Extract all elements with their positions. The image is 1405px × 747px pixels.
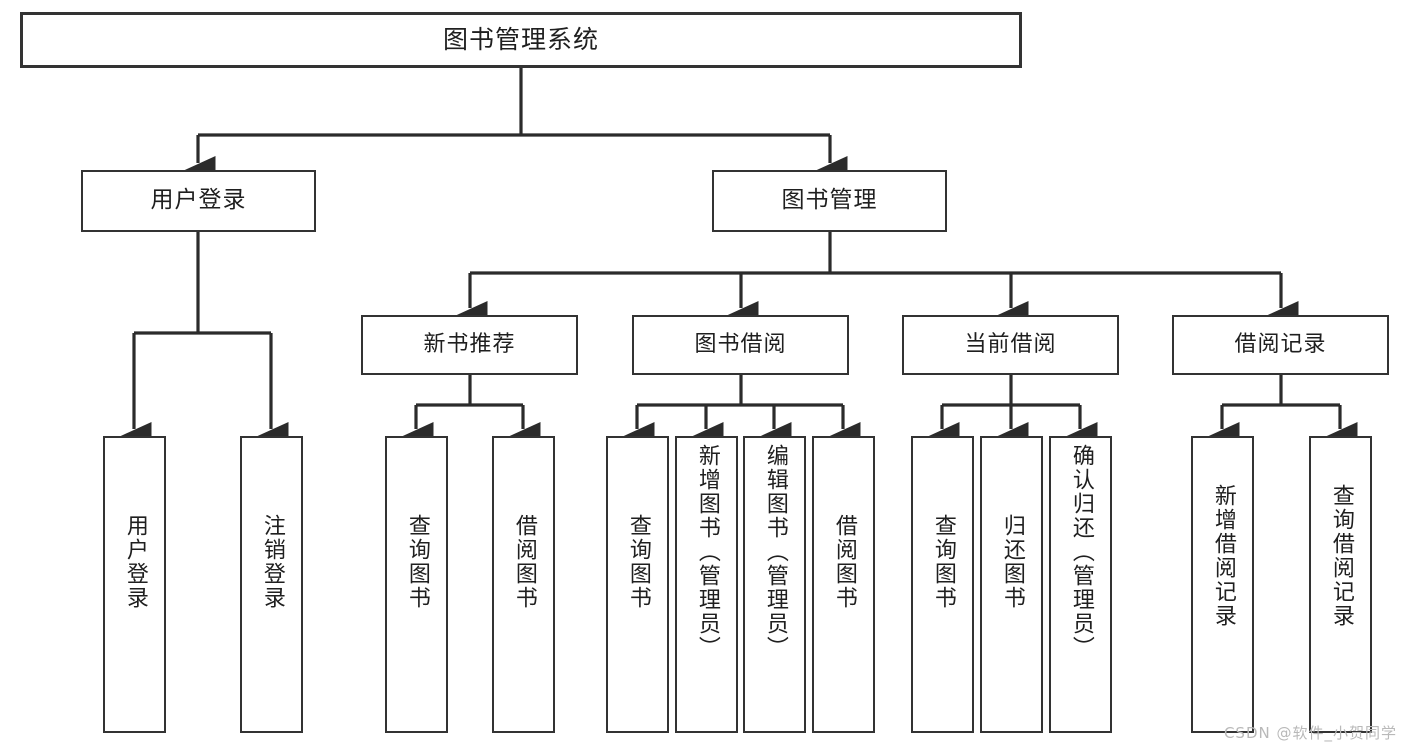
node-borrow-records[interactable]: 借阅记录	[1172, 315, 1389, 375]
node-label: 当前借阅	[964, 331, 1057, 357]
node-label: 查询图书	[404, 514, 430, 610]
node-label: 编辑图书（管理员）	[762, 444, 788, 660]
node-label: 查询借阅记录	[1328, 484, 1354, 628]
leaf-user-login[interactable]: 用户登录	[103, 436, 166, 733]
node-label: 注销登录	[259, 514, 285, 610]
node-label: 借阅记录	[1234, 331, 1327, 357]
node-label: 图书借阅	[694, 331, 787, 357]
leaf-query-book-borrow[interactable]: 查询图书	[606, 436, 669, 733]
leaf-confirm-return-admin[interactable]: 确认归还（管理员）	[1049, 436, 1112, 733]
leaf-add-borrow-record[interactable]: 新增借阅记录	[1191, 436, 1254, 733]
leaf-add-book-admin[interactable]: 新增图书（管理员）	[675, 436, 738, 733]
node-label: 归还图书	[999, 514, 1025, 610]
leaf-borrow-book[interactable]: 借阅图书	[812, 436, 875, 733]
node-label: 用户登录	[122, 514, 148, 610]
node-label: 查询图书	[625, 514, 651, 610]
node-label: 确认归还（管理员）	[1068, 444, 1094, 660]
node-root-system[interactable]: 图书管理系统	[20, 12, 1022, 68]
node-label: 新增图书（管理员）	[694, 444, 720, 660]
node-user-login[interactable]: 用户登录	[81, 170, 316, 232]
node-label: 新书推荐	[423, 331, 516, 357]
node-label: 新增借阅记录	[1210, 484, 1236, 628]
leaf-logout[interactable]: 注销登录	[240, 436, 303, 733]
node-label: 图书管理	[781, 187, 878, 214]
leaf-return-book[interactable]: 归还图书	[980, 436, 1043, 733]
node-current-borrow[interactable]: 当前借阅	[902, 315, 1119, 375]
node-label: 图书管理系统	[442, 25, 599, 55]
leaf-query-book-recommend[interactable]: 查询图书	[385, 436, 448, 733]
watermark-text: CSDN @软件_小贺同学	[1223, 724, 1397, 742]
node-label: 查询图书	[930, 514, 956, 610]
leaf-edit-book-admin[interactable]: 编辑图书（管理员）	[743, 436, 806, 733]
node-label: 借阅图书	[831, 514, 857, 610]
node-new-book-recommend[interactable]: 新书推荐	[361, 315, 578, 375]
leaf-query-borrow-record[interactable]: 查询借阅记录	[1309, 436, 1372, 733]
leaf-query-book-current[interactable]: 查询图书	[911, 436, 974, 733]
node-book-borrow[interactable]: 图书借阅	[632, 315, 849, 375]
leaf-borrow-book-recommend[interactable]: 借阅图书	[492, 436, 555, 733]
node-label: 借阅图书	[511, 514, 537, 610]
node-book-management[interactable]: 图书管理	[712, 170, 947, 232]
node-label: 用户登录	[150, 187, 247, 214]
